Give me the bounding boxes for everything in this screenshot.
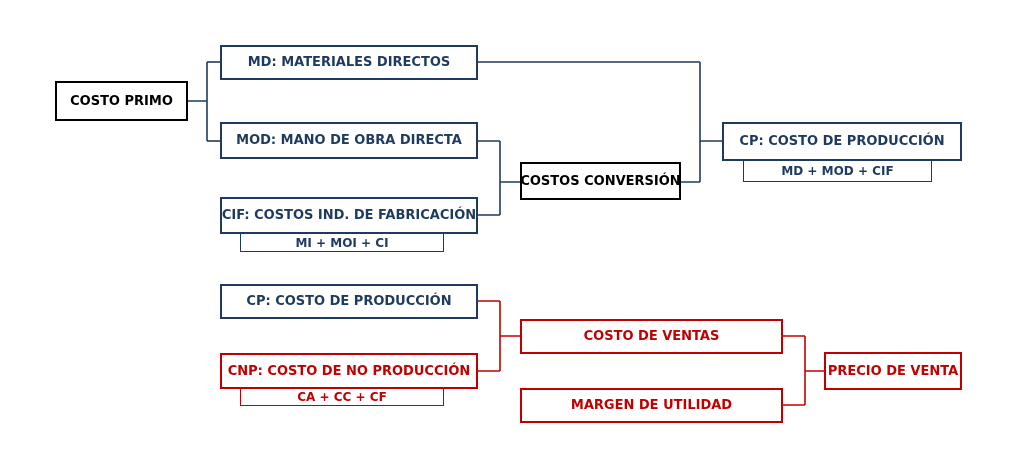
cp-formula: MD + MOD + CIF <box>781 164 894 178</box>
cif-formula-box: MI + MOI + CI <box>240 234 444 252</box>
mod-box: MOD: MANO DE OBRA DIRECTA <box>220 122 478 159</box>
costo-primo-box: COSTO PRIMO <box>55 81 188 121</box>
costos-conversion-box: COSTOS CONVERSIÓN <box>520 162 681 200</box>
cif-formula: MI + MOI + CI <box>295 235 389 250</box>
cp-box: CP: COSTO DE PRODUCCIÓN <box>722 122 962 161</box>
cnp-formula: CA + CC + CF <box>297 390 387 404</box>
cnp-formula-box: CA + CC + CF <box>240 389 444 406</box>
precio-venta-label: PRECIO DE VENTA <box>827 363 959 379</box>
cp-label: CP: COSTO DE PRODUCCIÓN <box>739 134 945 149</box>
precio-venta-box: PRECIO DE VENTA <box>824 352 962 390</box>
cnp-label: CNP: COSTO DE NO PRODUCCIÓN <box>227 363 471 379</box>
cp-bottom-box: CP: COSTO DE PRODUCCIÓN <box>220 284 478 319</box>
cp-formula-box: MD + MOD + CIF <box>743 161 932 182</box>
costo-ventas-box: COSTO DE VENTAS <box>520 319 783 354</box>
mod-label: MOD: MANO DE OBRA DIRECTA <box>236 133 462 148</box>
margen-utilidad-box: MARGEN DE UTILIDAD <box>520 388 783 423</box>
md-label: MD: MATERIALES DIRECTOS <box>247 55 451 70</box>
costo-ventas-label: COSTO DE VENTAS <box>583 329 720 344</box>
costo-primo-label: COSTO PRIMO <box>70 93 173 109</box>
cif-label: CIF: COSTOS IND. DE FABRICACIÓN <box>221 208 477 223</box>
cif-box: CIF: COSTOS IND. DE FABRICACIÓN <box>220 197 478 234</box>
md-box: MD: MATERIALES DIRECTOS <box>220 45 478 80</box>
margen-utilidad-label: MARGEN DE UTILIDAD <box>570 398 733 413</box>
cp-bottom-label: CP: COSTO DE PRODUCCIÓN <box>246 294 452 309</box>
costos-conversion-label: COSTOS CONVERSIÓN <box>520 173 681 189</box>
cnp-box: CNP: COSTO DE NO PRODUCCIÓN <box>220 353 478 389</box>
